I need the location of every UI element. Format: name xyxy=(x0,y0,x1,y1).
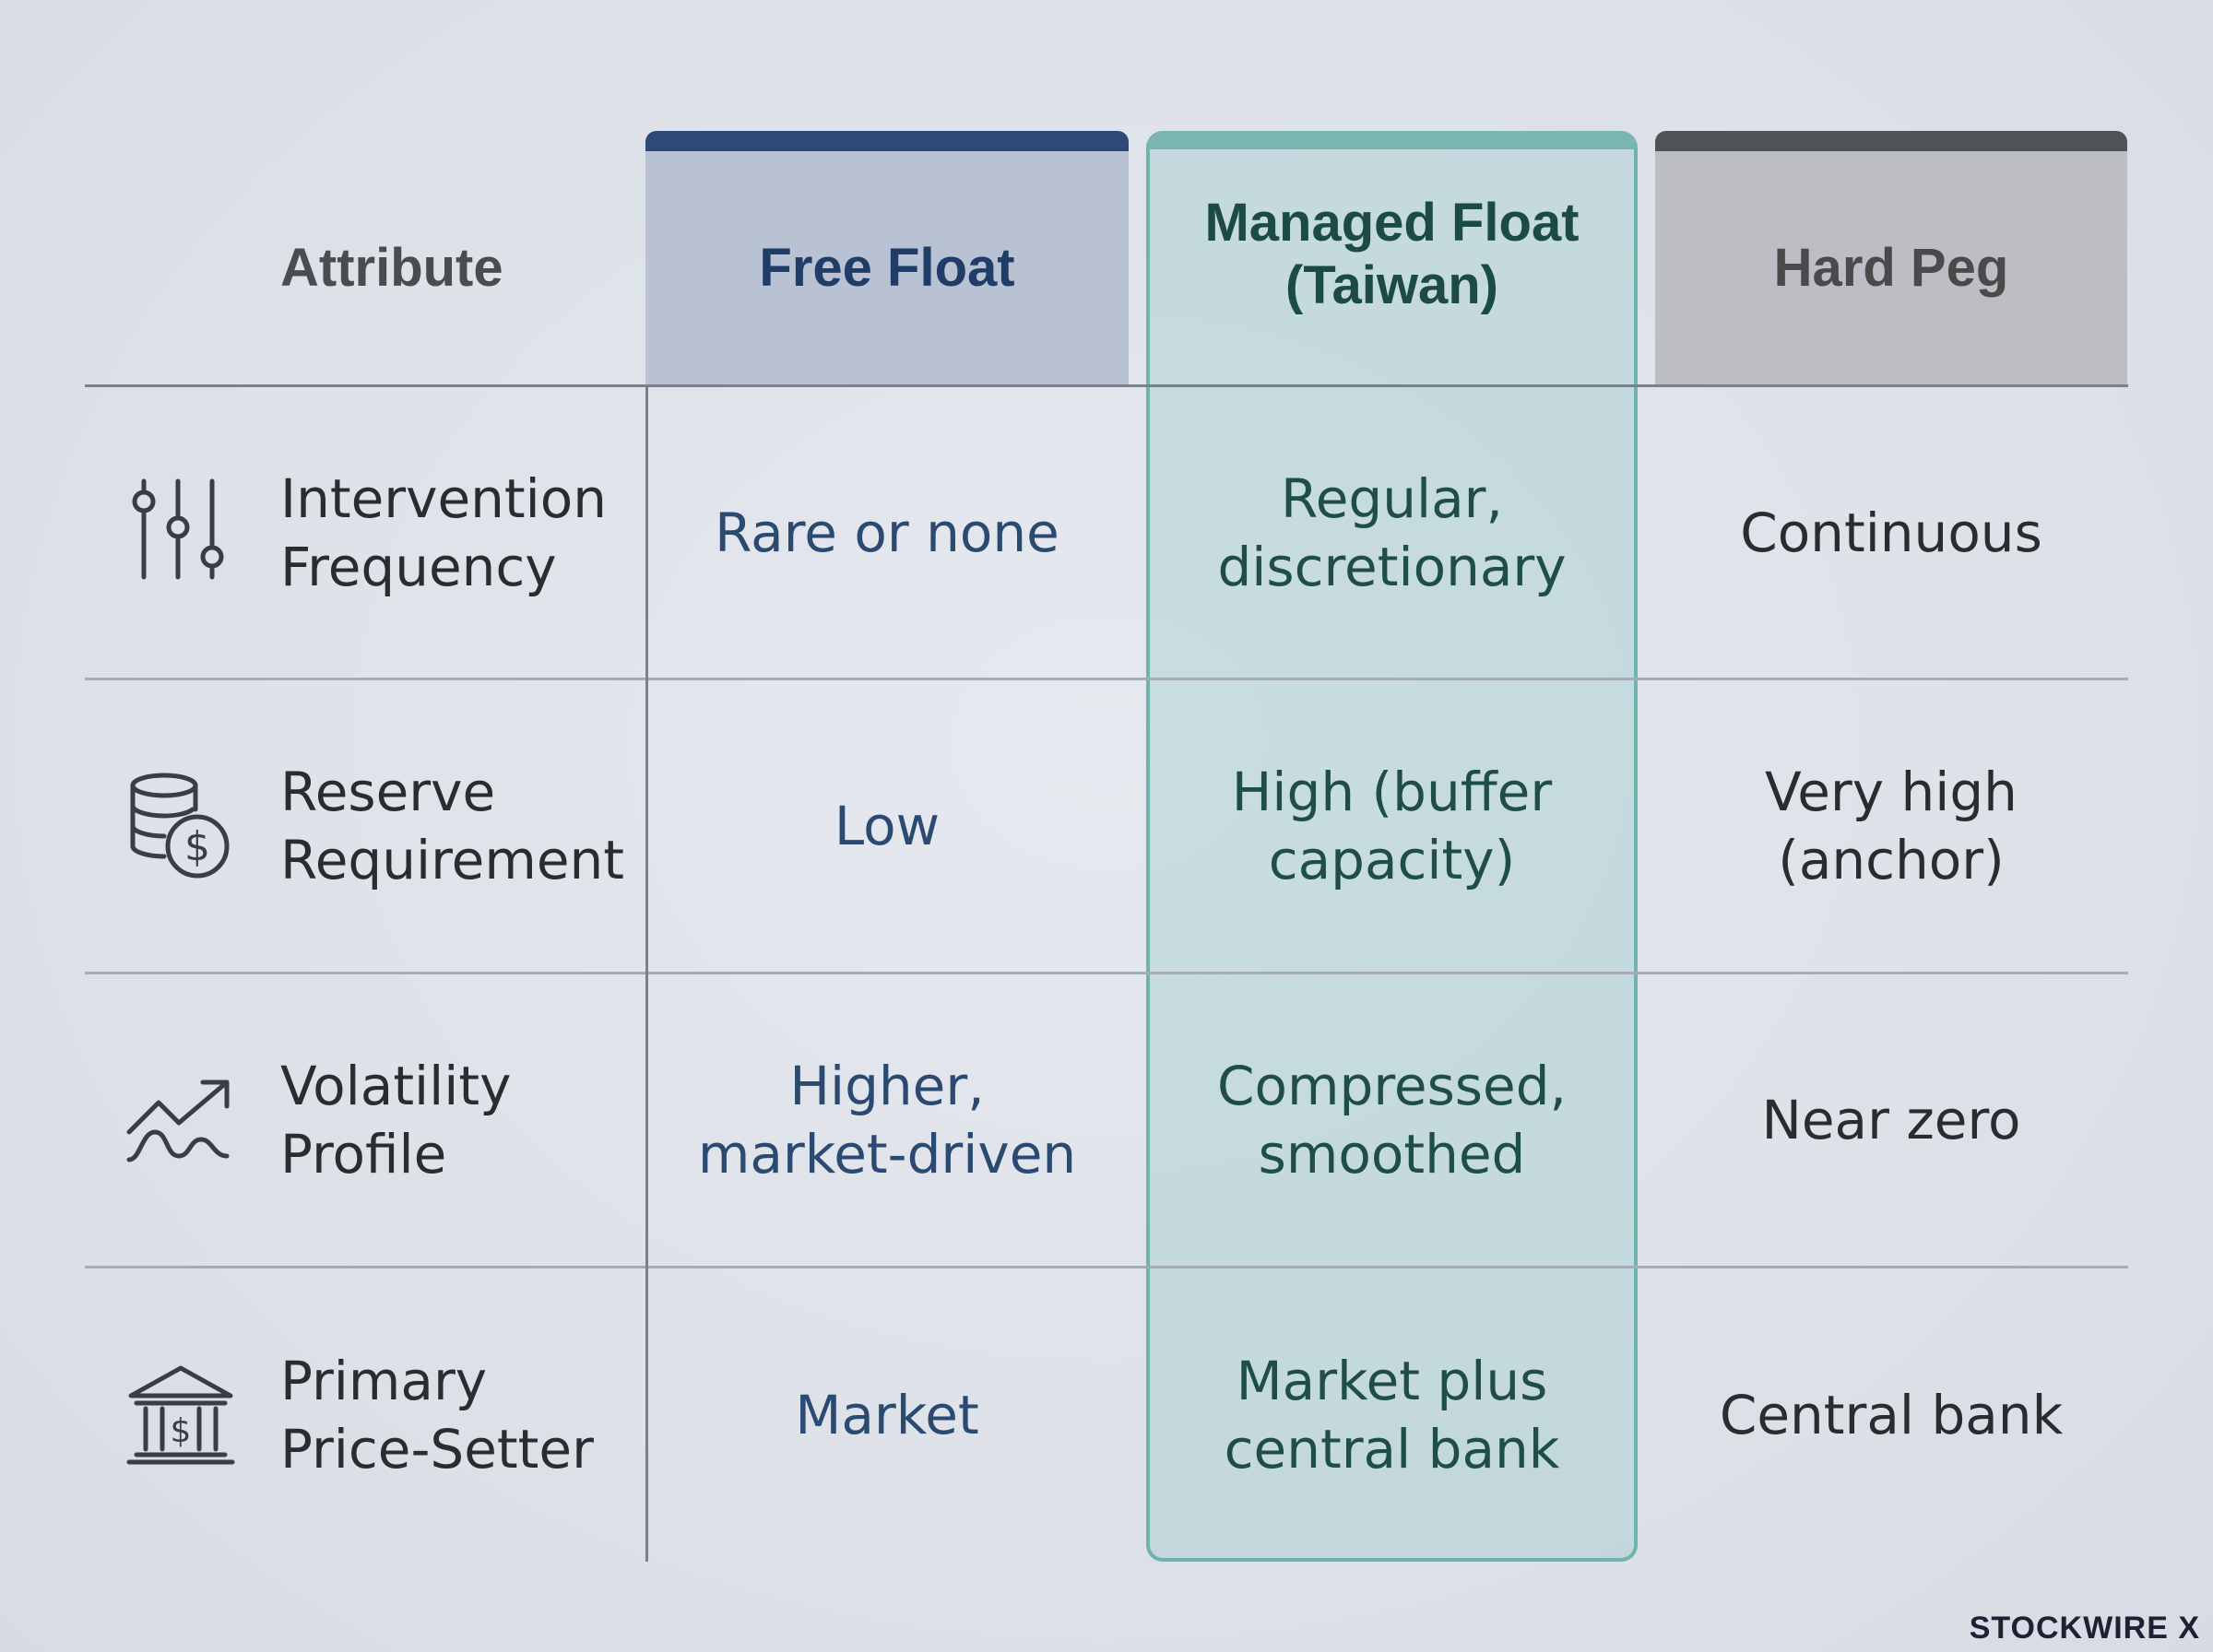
attribute-column-divider xyxy=(645,385,648,1562)
trend-volatility-icon xyxy=(126,1080,230,1162)
managed-float-value: Compressed, smoothed xyxy=(1217,1055,1567,1186)
sliders-icon xyxy=(132,478,224,580)
managed-float-value: High (buffer capacity) xyxy=(1231,761,1553,891)
hard-peg-value: Continuous xyxy=(1740,501,2042,564)
managed-float-value: Market plus central bank xyxy=(1224,1350,1560,1481)
row-label-reserve-requirement: Reserve Requirement xyxy=(280,761,625,891)
free-float-value: Low xyxy=(834,795,941,857)
managed-float-column-highlight xyxy=(1146,131,1638,1562)
brand-logo: STOCKWIRE X xyxy=(1969,1611,2200,1646)
hard-peg-column-header-bg xyxy=(1655,131,2127,385)
header-attribute: Attribute xyxy=(280,238,503,298)
row-label-primary-price-setter: Primary Price-Setter xyxy=(280,1350,594,1481)
bank-building-dollar-icon: $ xyxy=(126,1365,235,1465)
svg-text:$: $ xyxy=(171,1412,192,1450)
header-divider xyxy=(85,384,2128,387)
header-free-float: Free Float xyxy=(759,238,1015,298)
coin-stack-dollar-icon: $ xyxy=(130,773,230,879)
row-divider xyxy=(85,1266,2128,1268)
hard-peg-value: Very high (anchor) xyxy=(1765,761,2018,891)
managed-float-value: Regular, discretionary xyxy=(1217,466,1567,598)
svg-text:$: $ xyxy=(184,823,210,870)
free-float-value: Rare or none xyxy=(715,501,1059,564)
row-label-intervention-frequency: Intervention Frequency xyxy=(280,466,608,598)
header-hard-peg: Hard Peg xyxy=(1773,238,2009,298)
row-divider xyxy=(85,972,2128,974)
hard-peg-value: Central bank xyxy=(1719,1384,2064,1446)
header-managed-float: Managed Float (Taiwan) xyxy=(1204,193,1580,315)
hard-peg-value: Near zero xyxy=(1761,1089,2021,1151)
free-float-value: Higher, market-driven xyxy=(697,1055,1077,1186)
free-float-value: Market xyxy=(795,1384,979,1446)
row-divider xyxy=(85,678,2128,680)
free-float-column-header-bg xyxy=(645,131,1129,385)
row-label-volatility-profile: Volatility Profile xyxy=(280,1055,512,1186)
